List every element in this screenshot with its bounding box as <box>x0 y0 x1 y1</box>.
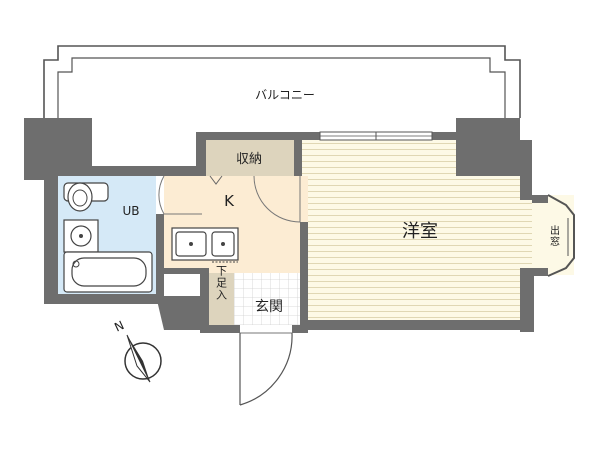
balcony-label: バルコニー <box>255 88 315 102</box>
balcony-outer-rail <box>43 45 521 118</box>
kitchen-sink-icon <box>171 227 239 261</box>
shoe-box-label: 下足入 <box>215 265 228 301</box>
bay-window-floor <box>532 195 574 275</box>
unit-bath-label: UB <box>122 204 139 218</box>
stove-vent-icon <box>212 259 238 263</box>
wash-basin-icon <box>63 219 99 253</box>
western-room-label: 洋室 <box>402 221 438 242</box>
toilet-icon <box>63 182 109 212</box>
storage-label: 収納 <box>236 152 262 167</box>
storage-floor <box>204 140 294 176</box>
kitchen-label: K <box>224 192 235 210</box>
walls <box>24 118 548 333</box>
entrance-label: 玄関 <box>255 298 283 315</box>
bath-door <box>156 175 202 215</box>
compass-north-label: N <box>112 318 126 334</box>
compass-icon: N <box>112 318 162 383</box>
entrance-door <box>239 332 293 406</box>
room-window <box>319 131 433 141</box>
balcony: バルコニー <box>43 45 521 118</box>
bay-window-frame <box>547 194 575 277</box>
bay-window-label: 出窓 <box>548 224 560 247</box>
entrance-floor <box>234 273 300 325</box>
storage-door-marker <box>209 175 223 185</box>
room-door <box>253 175 308 223</box>
shoe-box-floor <box>209 273 234 325</box>
bathtub-icon <box>63 251 153 293</box>
balcony-inner-rail <box>57 57 506 118</box>
